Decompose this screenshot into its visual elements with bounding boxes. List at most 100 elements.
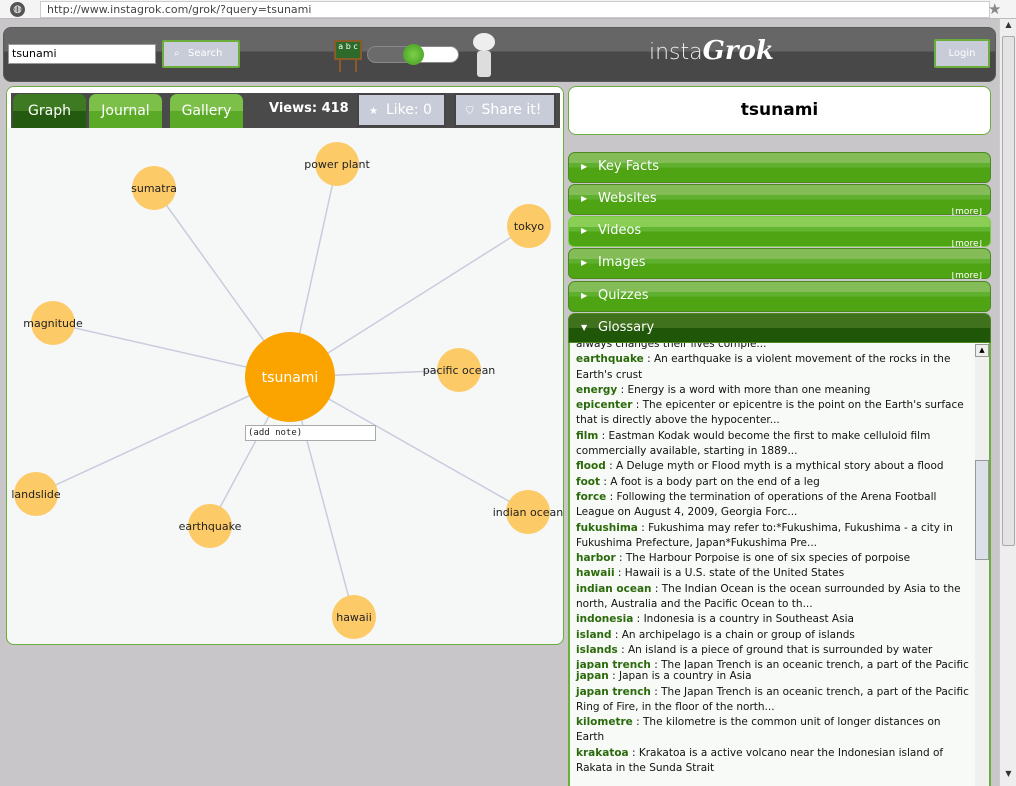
section-label: Images [598, 255, 646, 270]
glossary-definition: Energy is a word with more than one mean… [627, 383, 871, 396]
glossary-entry: island : An archipelago is a chain or gr… [576, 628, 855, 641]
graph-node[interactable] [14, 472, 58, 516]
add-note-input[interactable]: (add note) [245, 425, 376, 441]
section-glossary[interactable]: ▼Glossary [568, 313, 991, 343]
glossary-term[interactable]: epicenter [576, 399, 633, 412]
graph-node-label[interactable]: indian ocean [493, 506, 564, 519]
glossary-term[interactable]: islands [576, 643, 618, 656]
graph-center-node[interactable] [245, 332, 335, 422]
graph-node-label[interactable]: power plant [304, 158, 370, 171]
glossary-term[interactable]: force [576, 490, 607, 503]
glossary-list: always changes their lives comple... ear… [568, 343, 991, 786]
graph-node-label[interactable]: hawaii [336, 611, 372, 624]
section-key-facts[interactable]: ▶Key Facts [568, 152, 991, 183]
section-images[interactable]: ▶Images[more] [568, 248, 991, 279]
graph-node-label[interactable]: landslide [11, 488, 61, 501]
graph-node-label[interactable]: magnitude [23, 317, 83, 330]
section-quizzes[interactable]: ▶ Quizzes [568, 281, 991, 312]
tab-gallery[interactable]: Gallery [170, 94, 243, 128]
instagrok-logo[interactable]: instaGrok [649, 36, 774, 66]
graph-edge [35, 376, 291, 495]
page-scroll-down[interactable]: ▼ [1005, 769, 1012, 778]
glossary-term[interactable]: japan trench [576, 685, 651, 698]
search-button[interactable]: ⌕ Search [162, 40, 240, 68]
graph-node[interactable] [315, 142, 359, 186]
graph-node[interactable] [31, 301, 75, 345]
graph-node-label[interactable]: pacific ocean [423, 364, 496, 377]
glossary-scrollbar[interactable]: ▲ [975, 344, 989, 786]
glossary-term[interactable]: kilometre [576, 716, 633, 729]
graph-node[interactable] [332, 595, 376, 639]
glossary-scroll-thumb[interactable] [975, 460, 989, 560]
login-button[interactable]: Login [934, 39, 990, 68]
logo-part-insta: insta [649, 40, 703, 65]
glossary-definition: Eastman Kodak would become the first to … [576, 429, 931, 458]
glossary-term[interactable]: island [576, 628, 612, 641]
search-label: Search [188, 48, 223, 59]
slider-knob[interactable] [403, 44, 424, 65]
glossary-term[interactable]: energy [576, 383, 618, 396]
triangle-right-icon: ▶ [581, 291, 588, 300]
glossary-term[interactable]: japan trench [576, 659, 651, 670]
glossary-term[interactable]: harbor [576, 552, 616, 565]
section-label: Quizzes [598, 288, 649, 303]
glossary-definition: An earthquake is a violent movement of t… [576, 353, 951, 381]
glossary-term[interactable]: indonesia [576, 613, 634, 626]
glossary-term[interactable]: japan [576, 670, 609, 683]
glossary-definition: Indonesia is a country in Southeast Asia [643, 613, 854, 626]
like-button[interactable]: ★ Like: 0 [357, 93, 446, 127]
page-scroll-up[interactable]: ▲ [1005, 20, 1012, 29]
glossary-definition: Fukushima may refer to:*Fukushima, Fukus… [576, 521, 953, 549]
glossary-entry: earthquake : An earthquake is a violent … [576, 353, 951, 381]
glossary-entry: kilometre : The kilometre is the common … [576, 716, 941, 744]
section-videos[interactable]: ▶Videos[more] [568, 216, 991, 247]
difficulty-slider[interactable] [367, 44, 459, 65]
scroll-up-arrow[interactable]: ▲ [975, 344, 989, 357]
graph-node-label[interactable]: earthquake [179, 520, 242, 533]
header-bar: tsunami ⌕ Search a b c instaGrok Login [3, 27, 996, 82]
glossary-entry: japan trench : The Japan Trench is an oc… [576, 685, 969, 713]
graph-node[interactable] [132, 166, 176, 210]
graph-node-label[interactable]: sumatra [131, 182, 177, 195]
page-scrollbar[interactable]: ▲ ▼ [999, 19, 1016, 786]
more-link[interactable]: [more] [951, 240, 982, 247]
page-scroll-thumb[interactable] [1002, 36, 1015, 546]
glossary-term[interactable]: krakatoa [576, 746, 629, 759]
like-label: Like: 0 [385, 102, 432, 118]
star-icon: ★ [369, 106, 378, 117]
glossary-term[interactable]: flood [576, 460, 606, 473]
glossary-term[interactable]: indian ocean [576, 582, 652, 595]
glossary-definition: Krakatoa is a active volcano near the In… [576, 746, 944, 775]
tab-graph[interactable]: Graph [13, 94, 86, 128]
graph-center-label: tsunami [262, 370, 319, 386]
share-button[interactable]: ⛉Share it! [454, 93, 556, 127]
glossary-definition: The Japan Trench is an oceanic trench, a… [661, 659, 969, 670]
search-input[interactable]: tsunami [8, 44, 156, 64]
glossary-entry: foot : A foot is a body part on the end … [576, 475, 820, 488]
concept-graph[interactable]: power plant sumatra tokyo magnitude pacific … [7, 87, 564, 645]
graph-node-label[interactable]: tokyo [514, 220, 545, 233]
glossary-definition: The kilometre is the common unit of long… [576, 716, 941, 744]
glossary-term[interactable]: earthquake [576, 353, 644, 366]
glossary-definition: A foot is a body part on the end of a le… [610, 475, 820, 488]
graph-node[interactable] [506, 490, 550, 534]
graph-node[interactable] [188, 504, 232, 548]
section-websites[interactable]: ▶Websites[more] [568, 184, 991, 215]
url-field[interactable]: http://www.instagrok.com/grok/?query=tsu… [40, 1, 990, 18]
section-label: Glossary [598, 320, 655, 335]
more-link[interactable]: [more] [951, 208, 982, 215]
bookmark-star-icon[interactable]: ★ [988, 0, 1002, 18]
glossary-term[interactable]: fukushima [576, 521, 638, 534]
tab-journal[interactable]: Journal [89, 94, 162, 128]
graph-node[interactable] [437, 348, 481, 392]
chalkboard-icon: a b c [334, 40, 362, 72]
einstein-icon [472, 33, 496, 79]
glossary-term[interactable]: film [576, 429, 599, 442]
glossary-entry: force : Following the termination of ope… [576, 490, 937, 519]
glossary-term[interactable]: foot [576, 475, 601, 488]
graph-node[interactable] [507, 204, 551, 248]
section-label: Websites [598, 191, 657, 206]
glossary-term[interactable]: hawaii [576, 567, 615, 580]
more-link[interactable]: [more] [951, 272, 982, 279]
search-icon: ⌕ [174, 48, 180, 59]
